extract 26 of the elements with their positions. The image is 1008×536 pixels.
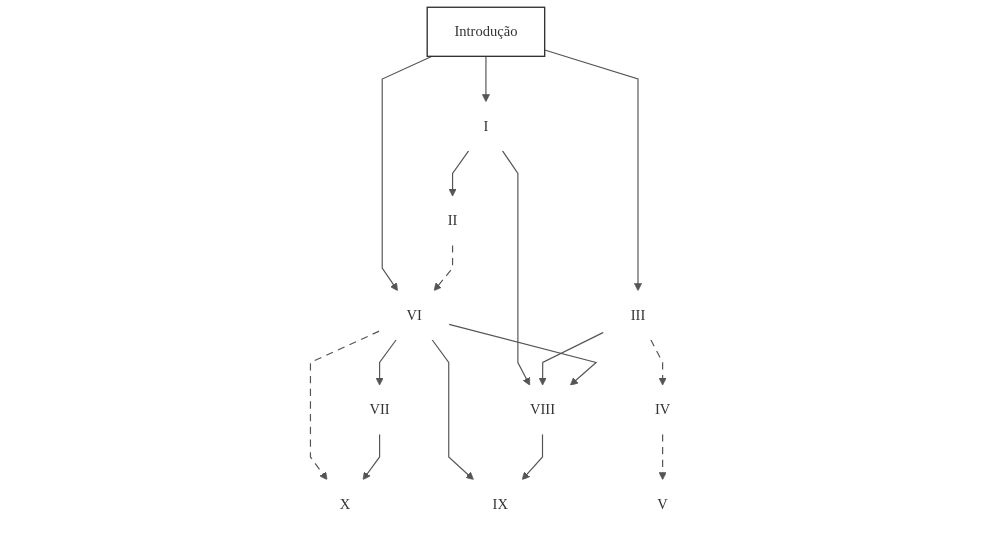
arrow — [448, 150, 470, 197]
arrow — [521, 433, 544, 481]
node-text: VI — [406, 307, 422, 323]
arrow — [650, 339, 667, 386]
arrow — [362, 433, 381, 481]
node-text: V — [657, 496, 668, 512]
arrow — [375, 339, 397, 386]
node-text: IX — [492, 496, 508, 512]
node-text: VII — [369, 401, 390, 417]
arrow — [448, 323, 598, 386]
node-text: VIII — [529, 401, 556, 417]
arrow — [431, 339, 474, 481]
arrow — [538, 331, 605, 386]
node-text: IV — [654, 401, 671, 417]
node-text: X — [339, 496, 351, 512]
arrow — [658, 433, 667, 481]
arrow — [501, 150, 531, 386]
arrow — [309, 330, 380, 481]
arrow — [481, 55, 490, 103]
arrow — [433, 244, 454, 292]
arrow — [381, 55, 433, 292]
node-text: II — [447, 212, 458, 229]
node-box: Introdução — [426, 6, 546, 57]
node-text: III — [630, 307, 646, 323]
node-text: I — [483, 118, 489, 134]
arrow — [544, 49, 642, 292]
